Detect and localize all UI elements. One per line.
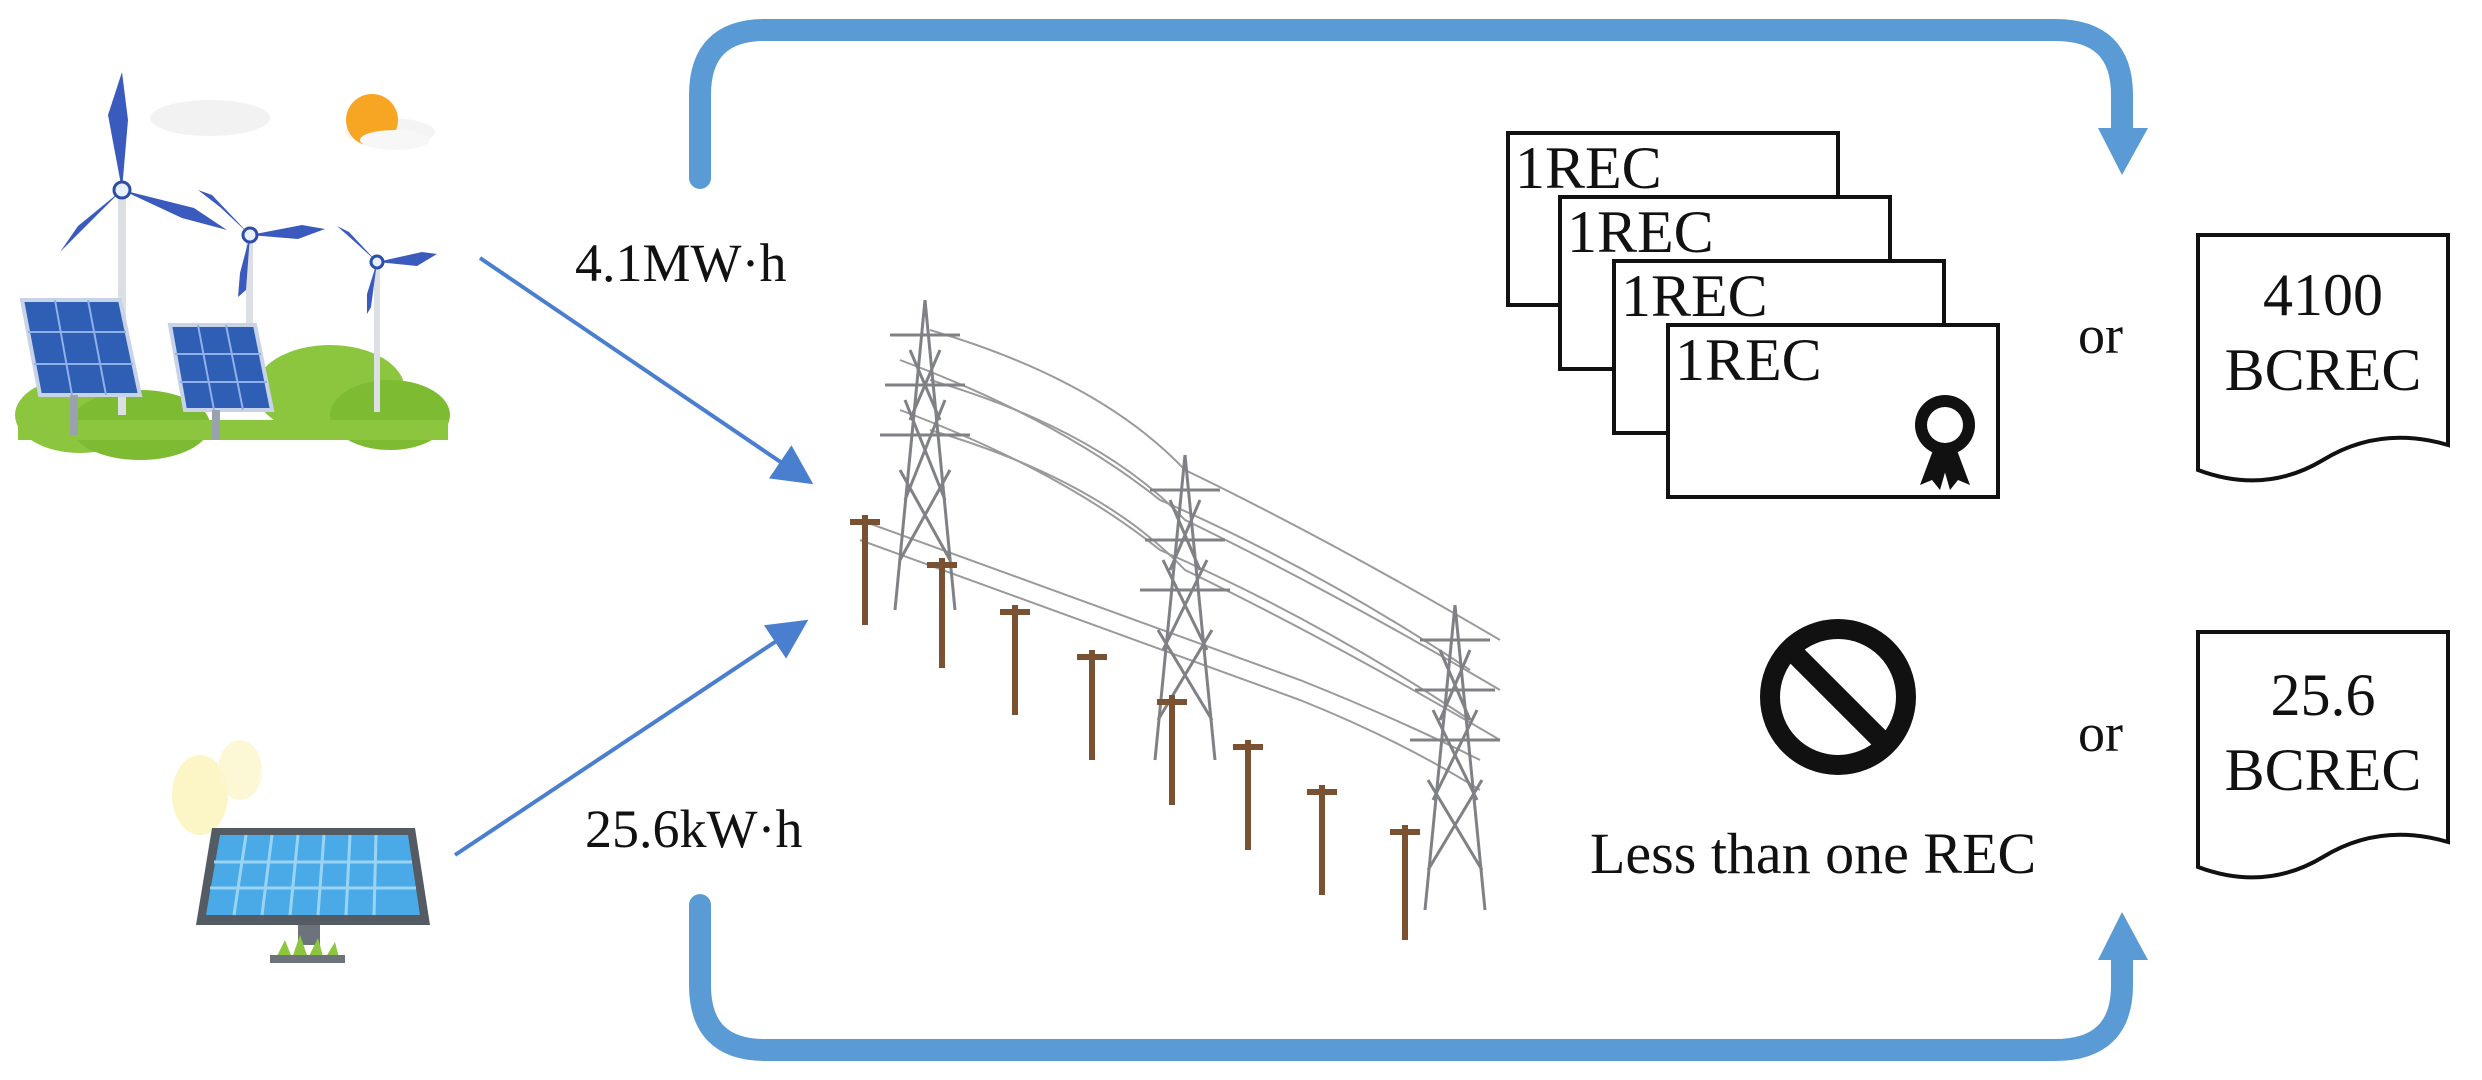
large-source-arrow <box>478 256 814 485</box>
rec-certificate-label: 1REC <box>1567 199 1714 265</box>
large-energy-label: 4.1MW·h <box>575 233 787 293</box>
rooftop-solar-panel-icon <box>172 740 430 963</box>
small-bcrec-document: 25.6 BCREC <box>2196 630 2450 880</box>
award-ribbon-icon <box>1915 395 1975 490</box>
large-bcrec-document: 4100 BCREC <box>2196 233 2450 483</box>
prohibited-icon <box>1760 619 1916 775</box>
small-or-label: or <box>2078 703 2123 763</box>
large-bcrec-value: 4100 <box>2263 262 2383 328</box>
rec-certificate-label: 1REC <box>1515 135 1662 201</box>
small-source-arrow <box>453 619 809 857</box>
wind-solar-farm-icon <box>15 72 450 460</box>
small-energy-label: 25.6kW·h <box>585 799 803 859</box>
power-transmission-towers-icon <box>850 299 1501 940</box>
less-than-one-rec-label: Less than one REC <box>1590 821 2037 886</box>
top-flow-arrow <box>689 19 2148 189</box>
rec-certificate-label: 1REC <box>1621 263 1768 329</box>
large-bcrec-unit: BCREC <box>2225 337 2422 403</box>
bottom-flow-arrow <box>689 894 2148 1061</box>
rec-certificate-stack: 1REC 1REC 1REC 1REC <box>1506 131 2000 499</box>
small-bcrec-value: 25.6 <box>2271 662 2376 728</box>
small-bcrec-unit: BCREC <box>2225 737 2422 803</box>
rec-certificate-label: 1REC <box>1675 327 1822 393</box>
large-or-label: or <box>2078 305 2123 365</box>
